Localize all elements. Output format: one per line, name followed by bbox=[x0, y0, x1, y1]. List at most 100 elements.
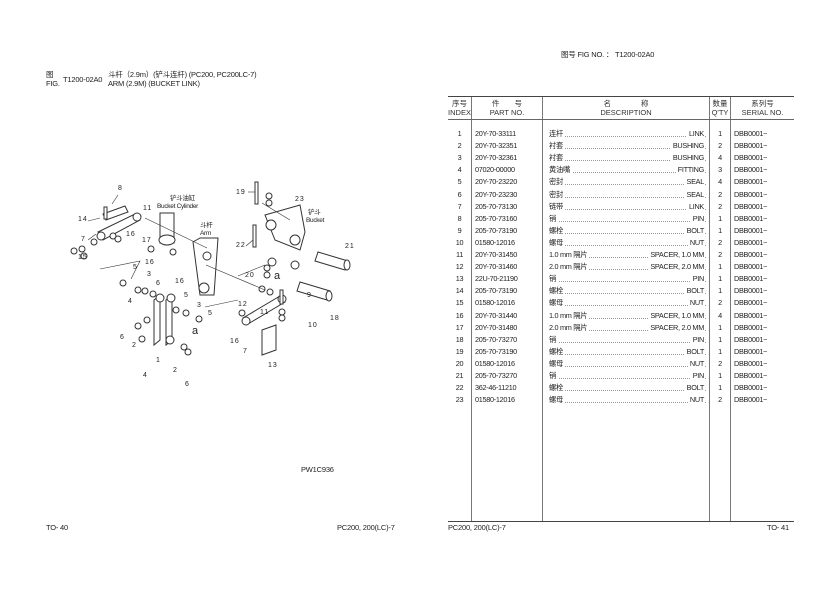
table-row: 19 205-70-73190 螺栓 BOLT 1 DBB0001~ bbox=[448, 345, 794, 358]
callout-number: 10 bbox=[308, 322, 318, 329]
row-qty: 1 bbox=[718, 371, 722, 380]
row-desc-en: SPACER, 1.0 MM bbox=[648, 309, 704, 322]
callout-number: 15 bbox=[78, 254, 88, 261]
row-part-no: 20Y-70-33111 bbox=[475, 129, 516, 138]
row-serial: DBB0001~ bbox=[734, 129, 768, 138]
callout-number: 5 bbox=[133, 264, 138, 271]
row-index: 16 bbox=[455, 310, 464, 320]
table-row: 15 01580-12016 螺母 NUT 2 DBB0001~ bbox=[448, 297, 794, 310]
row-desc-en: PIN bbox=[690, 212, 704, 225]
row-serial: DBB0001~ bbox=[734, 141, 768, 151]
row-desc-zh: 螺栓 bbox=[549, 285, 565, 298]
row-part-no: 01580-12016 bbox=[475, 395, 515, 405]
exploded-parts-diagram bbox=[70, 181, 351, 356]
row-qty: 2 bbox=[718, 298, 722, 308]
row-part-no: 205-70-73130 bbox=[475, 201, 517, 211]
row-serial: DBB0001~ bbox=[734, 225, 768, 235]
row-serial: DBB0001~ bbox=[734, 395, 768, 405]
fig-title-en: ARM (2.9M) (BUCKET LINK) bbox=[108, 79, 200, 88]
row-qty: 1 bbox=[718, 213, 722, 223]
row-desc-en: SPACER, 1.0 MM bbox=[648, 249, 704, 261]
callout-number: 3 bbox=[147, 271, 152, 278]
row-desc-zh: 螺栓 bbox=[549, 382, 565, 395]
callout-number: 11 bbox=[260, 309, 270, 316]
row-desc-zh: 连杆 bbox=[549, 128, 565, 140]
row-part-no: 205-70-73190 bbox=[475, 225, 517, 235]
diagram-label-bucket-en: Bucket bbox=[306, 217, 325, 224]
row-part-no: 20Y-70-32361 bbox=[475, 153, 517, 163]
row-serial: DBB0001~ bbox=[734, 153, 768, 163]
callout-number: 19 bbox=[236, 189, 246, 196]
row-serial: DBB0001~ bbox=[734, 310, 768, 320]
row-qty: 2 bbox=[718, 201, 722, 211]
row-serial: DBB0001~ bbox=[734, 262, 768, 272]
row-desc-en: BOLT bbox=[684, 382, 704, 395]
row-desc-en: BOLT bbox=[684, 345, 704, 358]
row-part-no: 20Y-70-31450 bbox=[475, 250, 517, 259]
row-serial: DBB0001~ bbox=[734, 189, 768, 199]
row-qty: 2 bbox=[718, 189, 722, 199]
table-row: 1 20Y-70-33111 连杆 LINK 1 DBB0001~ bbox=[448, 128, 794, 140]
row-index: 2 bbox=[457, 141, 462, 151]
diagram-label-arm-zh: 斗杆 bbox=[200, 222, 213, 229]
footer-left-page: TO- 40 bbox=[46, 523, 69, 532]
row-desc-en: LINK bbox=[686, 128, 704, 140]
table-row: 8 205-70-73160 销 PIN 1 DBB0001~ bbox=[448, 212, 794, 225]
table-row: 18 205-70-73270 销 PIN 1 DBB0001~ bbox=[448, 333, 794, 346]
row-part-no: 205-70-73270 bbox=[475, 371, 517, 380]
row-desc-zh: 密封 bbox=[549, 176, 565, 189]
callout-number: 23 bbox=[295, 196, 305, 203]
row-desc-zh: 2.0 mm 隔片 bbox=[549, 261, 590, 274]
row-serial: DBB0001~ bbox=[734, 213, 768, 223]
callout-number: 6 bbox=[156, 280, 161, 287]
row-desc-en: BOLT bbox=[684, 224, 704, 237]
callout-number: 16 bbox=[126, 231, 136, 238]
row-index: 15 bbox=[455, 298, 464, 308]
footer-right-model: PC200, 200(LC)-7 bbox=[448, 523, 506, 532]
row-qty: 1 bbox=[718, 274, 722, 284]
row-index: 13 bbox=[455, 274, 464, 284]
row-desc-en: NUT bbox=[687, 394, 704, 407]
row-serial: DBB0001~ bbox=[734, 237, 768, 247]
row-desc-zh: 2.0 mm 隔片 bbox=[549, 321, 590, 334]
row-qty: 2 bbox=[718, 141, 722, 151]
callout-number: 6 bbox=[120, 334, 125, 341]
row-desc-zh: 链带 bbox=[549, 200, 565, 213]
row-qty: 1 bbox=[718, 322, 722, 332]
drawing-number: PW1C936 bbox=[301, 465, 334, 474]
row-serial: DBB0001~ bbox=[734, 358, 768, 368]
row-serial: DBB0001~ bbox=[734, 322, 768, 332]
row-index: 7 bbox=[457, 201, 462, 211]
row-serial: DBB0001~ bbox=[734, 250, 768, 259]
callout-number: 12 bbox=[238, 301, 248, 308]
table-row: 10 01580-12016 螺母 NUT 2 DBB0001~ bbox=[448, 236, 794, 249]
row-desc-zh: 密封 bbox=[549, 188, 565, 201]
callout-number: 16 bbox=[230, 338, 240, 345]
table-row: 20 01580-12016 螺母 NUT 2 DBB0001~ bbox=[448, 357, 794, 370]
row-qty: 2 bbox=[718, 237, 722, 247]
callout-number: 4 bbox=[143, 372, 148, 379]
fig-title-prefix: 图 FIG. bbox=[46, 70, 60, 88]
row-serial: DBB0001~ bbox=[734, 177, 768, 187]
table-row: 17 20Y-70-31480 2.0 mm 隔片 SPACER, 2.0 MM… bbox=[448, 321, 794, 334]
table-row: 16 20Y-70-31440 1.0 mm 隔片 SPACER, 1.0 MM… bbox=[448, 309, 794, 322]
row-desc-zh: 1.0 mm 隔片 bbox=[549, 249, 590, 261]
row-desc-zh: 销 bbox=[549, 212, 558, 225]
row-index: 4 bbox=[457, 165, 462, 175]
table-row: 2 20Y-70-32351 衬套 BUSHING 2 DBB0001~ bbox=[448, 140, 794, 153]
row-index: 9 bbox=[457, 225, 462, 235]
row-index: 6 bbox=[457, 189, 462, 199]
row-desc-en: NUT bbox=[687, 236, 704, 249]
row-index: 17 bbox=[455, 322, 464, 332]
row-desc-en: SEAL bbox=[684, 176, 704, 189]
row-part-no: 01580-12016 bbox=[475, 298, 515, 308]
row-index: 1 bbox=[457, 129, 462, 138]
row-desc-en: NUT bbox=[687, 297, 704, 310]
table-row: 3 20Y-70-32361 衬套 BUSHING 4 DBB0001~ bbox=[448, 152, 794, 165]
callout-number: 8 bbox=[118, 185, 123, 192]
